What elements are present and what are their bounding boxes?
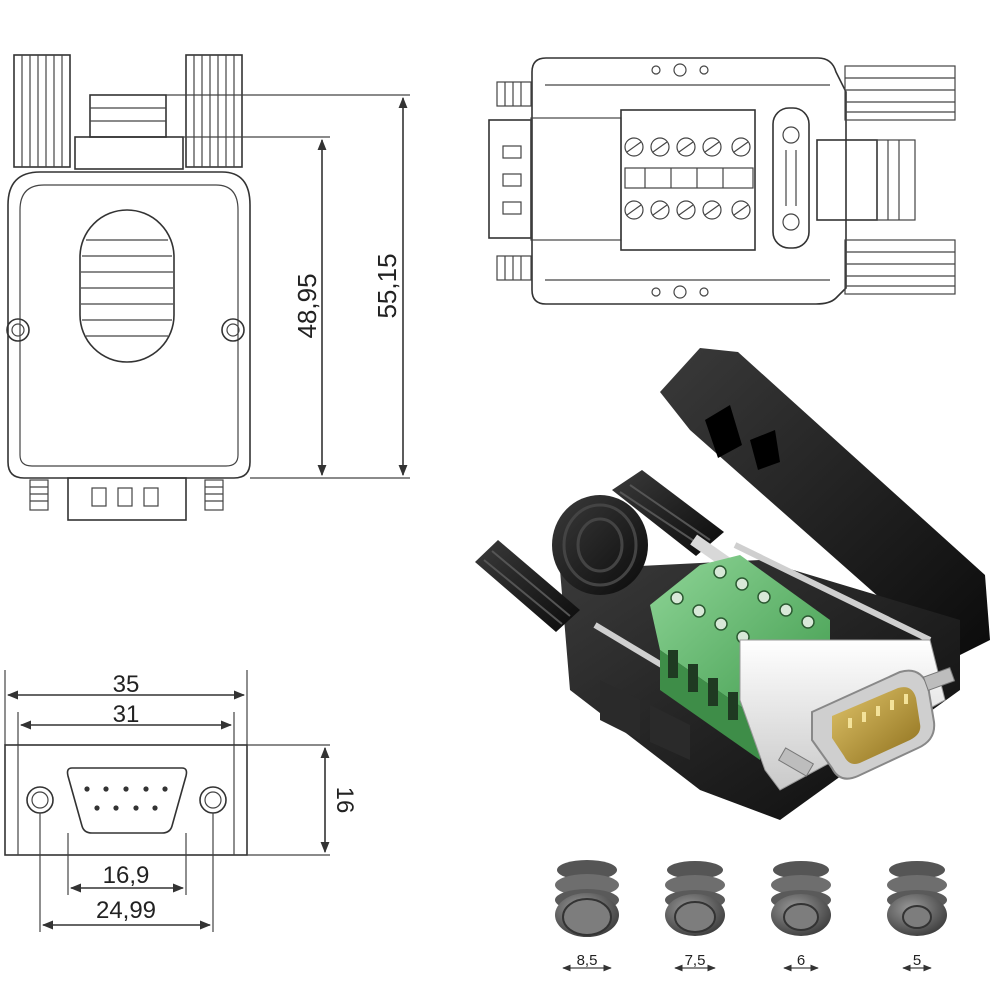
dimension-width-body: 31 [113, 701, 140, 728]
grommet-6: 6 [771, 861, 831, 972]
front-view-drawing: 48,95 55,15 [6, 54, 410, 521]
guide-rod-upper [733, 542, 932, 643]
dimension-height-bottom: 16 [331, 787, 358, 814]
top-view-terminal-block [620, 109, 756, 251]
grommet-7-5: 7,5 [665, 861, 725, 972]
screw-hole-left [6, 318, 30, 342]
dimension-width-total: 35 [113, 671, 140, 698]
dimension-screw-spacing: 24,99 [96, 897, 156, 924]
top-view-dsub [488, 119, 532, 239]
grommet-label-8-5: 8,5 [577, 952, 598, 969]
grommet-set: 8,5 7,5 6 5 [555, 860, 947, 972]
bottom-view-dsub [66, 767, 188, 834]
dsub-pins [832, 687, 921, 764]
top-view-drawing [488, 57, 956, 305]
thumb-screw-left [13, 54, 71, 168]
cable-exit-block [89, 94, 167, 138]
cable-boot [552, 495, 648, 595]
dimension-height-inner: 48,95 [292, 273, 322, 338]
top-view-cable-exit [816, 139, 878, 221]
top-view-thumb-screw-lower [844, 239, 956, 295]
grommet-8-5: 8,5 [555, 860, 619, 972]
jack-screw-left [29, 479, 49, 511]
grommet-5: 5 [887, 861, 947, 972]
top-view-bracket [772, 107, 810, 249]
thumb-screw-right [185, 54, 243, 168]
bottom-view-housing [4, 744, 248, 856]
product-thumb-screw-upper [612, 470, 730, 568]
grommet-label-6: 6 [797, 952, 805, 969]
screw-hole-right [221, 318, 245, 342]
dimension-height-total: 55,15 [372, 253, 402, 318]
product-illustration [475, 348, 990, 820]
jack-screw-right [204, 479, 224, 511]
dimension-dsub-width: 16,9 [103, 862, 150, 889]
housing-outline [7, 171, 251, 479]
dsub-shell-front [67, 477, 187, 521]
product-thumb-screw-lower [475, 540, 580, 632]
top-view-thumb-screw-upper [844, 65, 956, 121]
jack-screw-lower-product [777, 747, 815, 777]
jack-screw-upper-product [922, 666, 956, 692]
grommet-label-7-5: 7,5 [685, 952, 706, 969]
top-view-housing [531, 57, 847, 305]
grommet-label-5: 5 [913, 952, 921, 969]
bottom-view-drawing: 35 31 16 16,9 24,99 [4, 670, 358, 932]
grip-oval [79, 209, 175, 363]
bottom-view-screw-right [199, 786, 227, 814]
bottom-view-screw-left [26, 786, 54, 814]
hood-cover [660, 348, 990, 660]
